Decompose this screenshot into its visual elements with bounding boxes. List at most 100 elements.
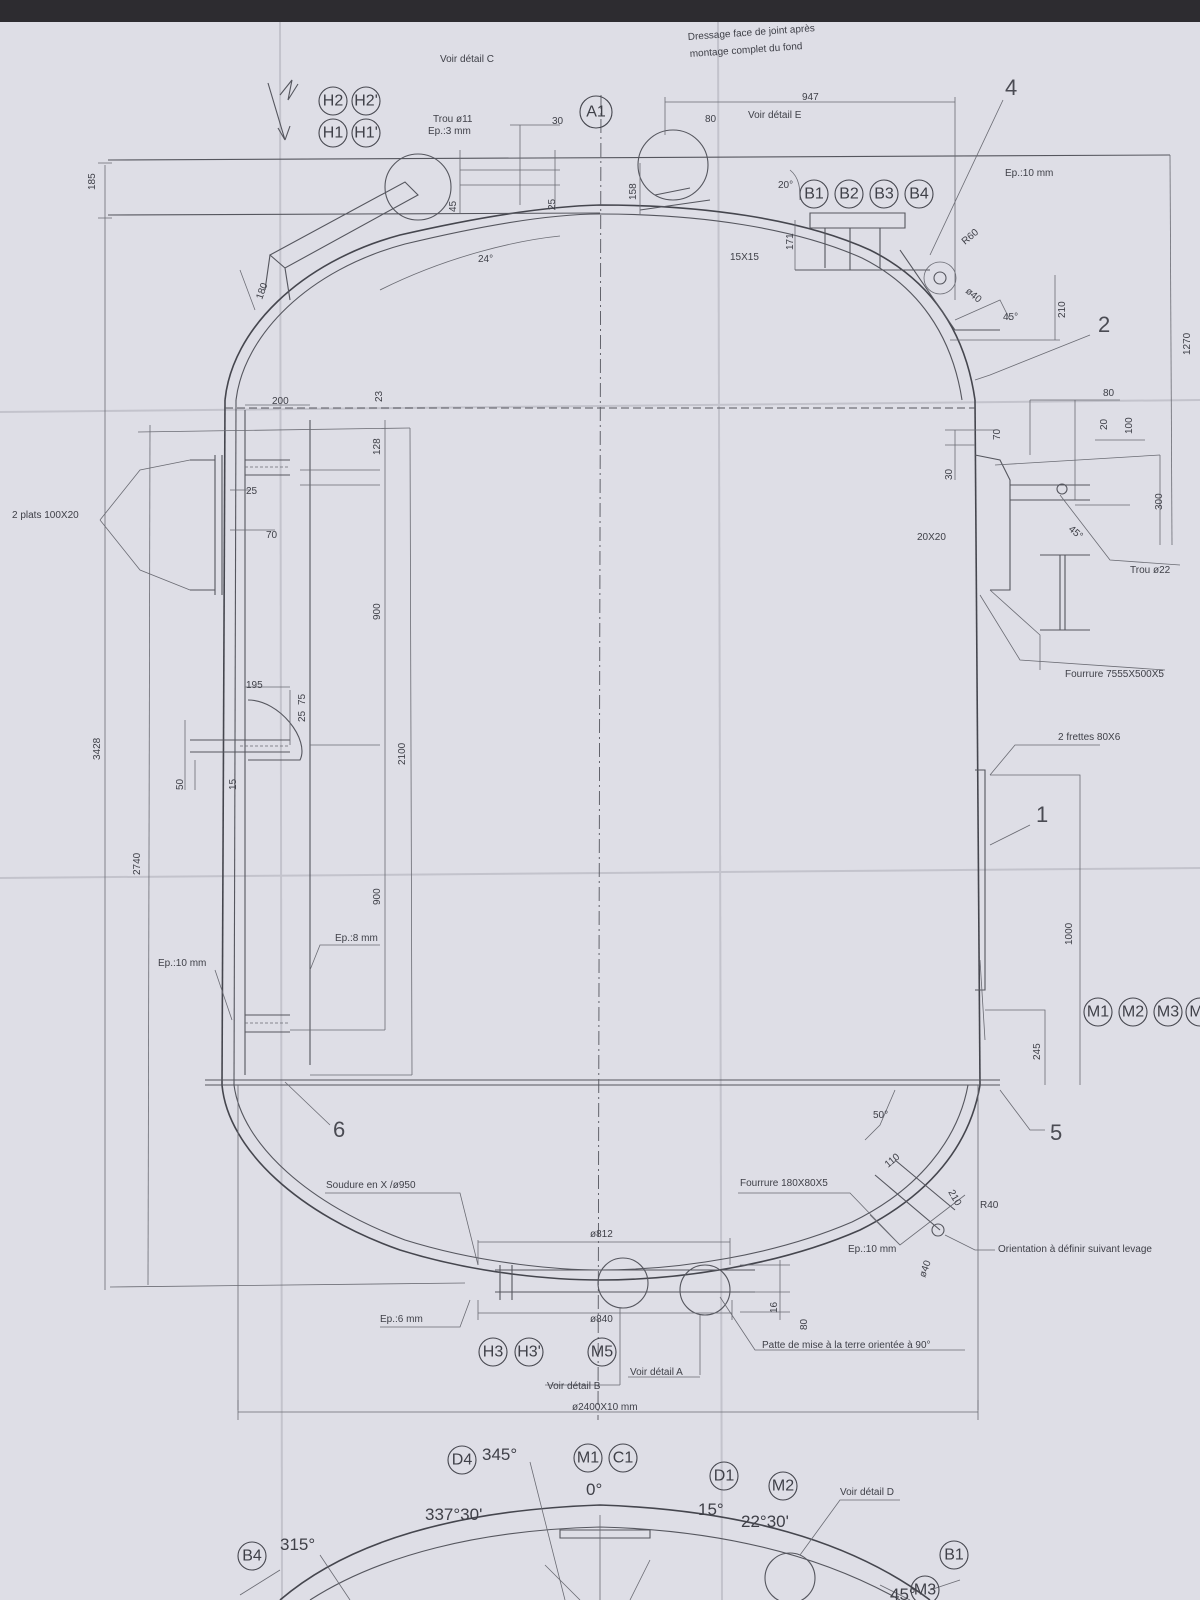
leader-4-line bbox=[929, 99, 1004, 256]
bubble-b1: B1 bbox=[799, 179, 829, 209]
leader-5: 5 bbox=[1050, 1120, 1062, 1145]
dim-23: 23 bbox=[374, 390, 385, 402]
bubble-d4: D4 bbox=[447, 1445, 477, 1475]
dim-15: 15 bbox=[228, 778, 239, 790]
svg-text:B1: B1 bbox=[944, 1547, 964, 1564]
dim-45-deg: 45° bbox=[1003, 312, 1018, 323]
svg-text:H1': H1' bbox=[354, 125, 378, 142]
dim-300: 300 bbox=[1154, 493, 1165, 510]
svg-text:M3: M3 bbox=[1157, 1004, 1179, 1021]
note-voir-detail-e: Voir détail E bbox=[748, 110, 802, 121]
note-trou-22: Trou ø22 bbox=[1130, 565, 1171, 576]
bubble-b3: B3 bbox=[869, 179, 899, 209]
leader-6: 6 bbox=[333, 1117, 345, 1142]
dim-25-left: 25 bbox=[246, 486, 258, 497]
fold-line bbox=[279, 21, 283, 1600]
leader-2-line bbox=[974, 334, 1091, 381]
dim-50-deg: 50° bbox=[873, 1110, 888, 1121]
bubble-h2-prime: H2' bbox=[351, 86, 381, 116]
dim-200: 200 bbox=[272, 396, 289, 407]
note-ep-8: Ep.:8 mm bbox=[335, 933, 378, 944]
dim-128: 128 bbox=[372, 438, 383, 455]
dim-25-top: 25 bbox=[547, 198, 558, 210]
svg-text:D1: D1 bbox=[714, 1468, 735, 1485]
dim-70-right: 70 bbox=[992, 428, 1003, 440]
angle-345: 345° bbox=[482, 1445, 517, 1464]
bubble-h1-prime: H1' bbox=[351, 118, 381, 148]
bubble-m2-plan: M2 bbox=[768, 1471, 798, 1501]
svg-text:H3: H3 bbox=[483, 1344, 504, 1361]
note-orientation: Orientation à définir suivant levage bbox=[998, 1244, 1152, 1255]
plan-view bbox=[239, 1461, 961, 1600]
dim-2740: 2740 bbox=[132, 852, 143, 875]
svg-text:M1: M1 bbox=[577, 1450, 599, 1467]
center-axis bbox=[597, 94, 602, 1421]
svg-text:H2': H2' bbox=[354, 93, 378, 110]
dim-900-lower: 900 bbox=[372, 888, 383, 905]
bubble-h2: H2 bbox=[318, 86, 348, 116]
dim-30: 30 bbox=[552, 116, 564, 127]
svg-text:B2: B2 bbox=[839, 186, 859, 203]
dim-900-upper: 900 bbox=[372, 603, 383, 620]
left-support bbox=[99, 404, 413, 1076]
bubble-m5: M5 bbox=[587, 1337, 617, 1367]
svg-text:B3: B3 bbox=[874, 186, 894, 203]
dim-50: 50 bbox=[175, 778, 186, 790]
angle-315: 315° bbox=[280, 1535, 315, 1554]
svg-text:B4: B4 bbox=[909, 186, 929, 203]
angle-45: 45° bbox=[890, 1585, 916, 1600]
bubble-h3-prime: H3' bbox=[514, 1337, 544, 1367]
bubble-m3-plan: M3 bbox=[910, 1575, 940, 1600]
dim-1000: 1000 bbox=[1064, 922, 1075, 945]
bubble-m3: M3 bbox=[1153, 997, 1183, 1027]
note-fourrure-top: Fourrure 7555X500X5 bbox=[1065, 669, 1164, 680]
bubble-b1-plan: B1 bbox=[939, 1540, 969, 1570]
bubble-b2: B2 bbox=[834, 179, 864, 209]
fold-line bbox=[0, 399, 1200, 413]
svg-text:C1: C1 bbox=[613, 1450, 634, 1467]
note-frettes: 2 frettes 80X6 bbox=[1058, 732, 1121, 743]
dim-20-deg: 20° bbox=[778, 180, 793, 191]
note-soudure: Soudure en X /ø950 bbox=[326, 1180, 416, 1191]
dim-2100: 2100 bbox=[397, 742, 408, 765]
note-voir-detail-c: Voir détail C bbox=[440, 54, 494, 65]
svg-text:H3': H3' bbox=[517, 1344, 541, 1361]
bubble-m2: M2 bbox=[1118, 997, 1148, 1027]
dim-80-bottom: 80 bbox=[799, 1318, 810, 1330]
svg-text:M1: M1 bbox=[1087, 1004, 1109, 1021]
dim-3428: 3428 bbox=[92, 737, 103, 760]
leader-1-line bbox=[989, 824, 1031, 846]
dim-1270: 1270 bbox=[1182, 332, 1193, 355]
dim-70-left: 70 bbox=[266, 530, 278, 541]
dim-25-lug: 25 bbox=[297, 710, 308, 722]
leader-2: 2 bbox=[1098, 312, 1110, 337]
fold-line bbox=[717, 21, 723, 1600]
note-voir-detail-a: Voir détail A bbox=[630, 1367, 683, 1378]
dim-80-right: 80 bbox=[1103, 388, 1115, 399]
bubble-d1: D1 bbox=[709, 1461, 739, 1491]
north-arrow bbox=[267, 79, 299, 141]
dim-16: 16 bbox=[769, 1301, 780, 1313]
note-patte: Patte de mise à la terre orientée à 90° bbox=[762, 1340, 931, 1351]
svg-text:M2: M2 bbox=[1122, 1004, 1144, 1021]
note-voir-detail-d: Voir détail D bbox=[840, 1487, 894, 1498]
bubble-m1-plan: M1 bbox=[573, 1443, 603, 1473]
note-voir-detail-b: Voir détail B bbox=[547, 1381, 601, 1392]
svg-text:A1: A1 bbox=[586, 104, 606, 121]
bubble-a1: A1 bbox=[579, 95, 613, 129]
dim-195: 195 bbox=[246, 680, 263, 691]
dim-75: 75 bbox=[297, 693, 308, 705]
angle-22-30: 22°30' bbox=[741, 1512, 789, 1531]
dim-45: 45 bbox=[448, 200, 459, 212]
svg-text:B4: B4 bbox=[242, 1548, 262, 1565]
bubble-c1: C1 bbox=[608, 1443, 638, 1473]
note-fourrure-bottom: Fourrure 180X80X5 bbox=[740, 1178, 828, 1189]
angle-15: 15° bbox=[698, 1500, 724, 1519]
dim-100: 100 bbox=[1124, 417, 1135, 434]
dim-20-right: 20 bbox=[1099, 418, 1110, 430]
bubble-m4-cut: M bbox=[1185, 997, 1200, 1027]
angle-337-30: 337°30' bbox=[425, 1505, 482, 1524]
